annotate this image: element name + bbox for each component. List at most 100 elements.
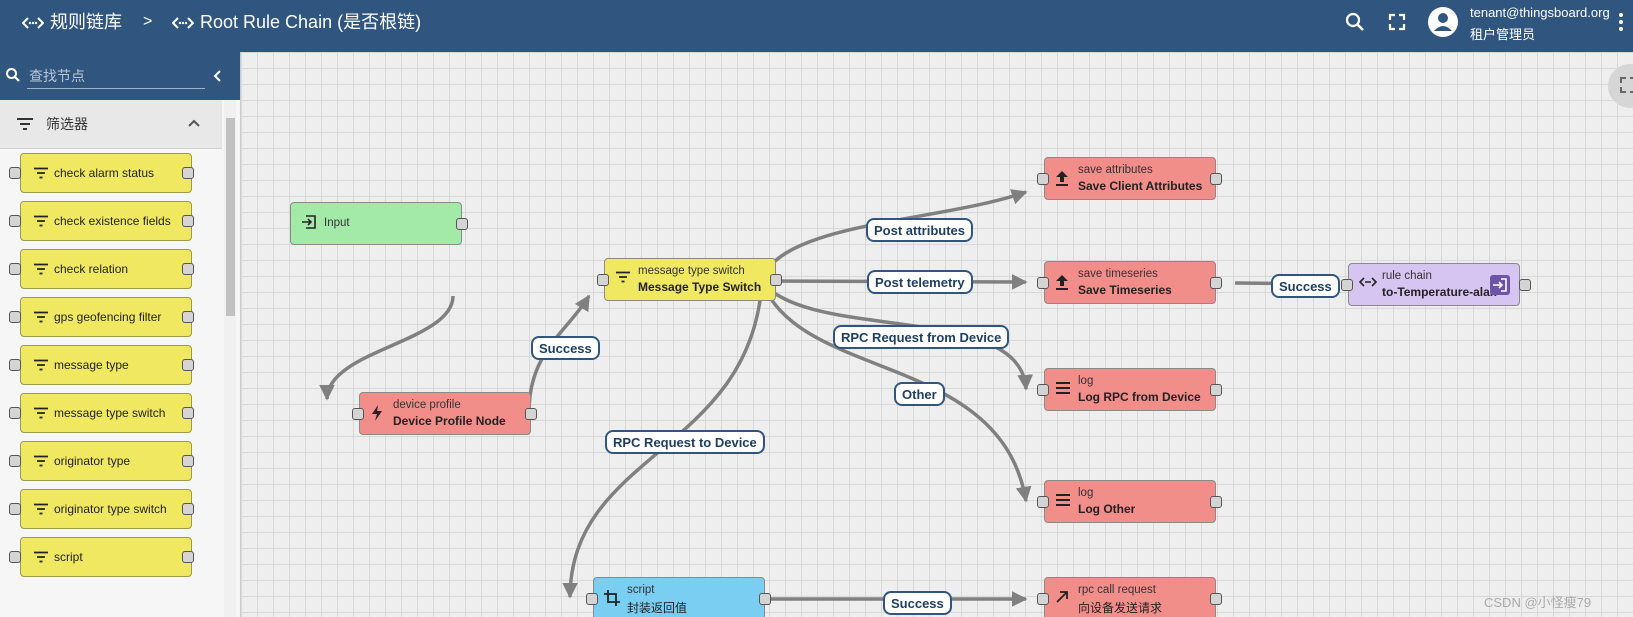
user-role: 租户管理员	[1470, 27, 1536, 42]
watermark: CSDN @小怪瘦79	[1484, 595, 1592, 610]
node-rule-chain-subtitle: to-Temperature-alar...	[1382, 285, 1497, 299]
node-log-other-subtitle: Log Other	[1078, 502, 1136, 516]
palette-node-label: message type switch	[54, 406, 166, 420]
output-port[interactable]	[525, 408, 537, 420]
search-icon	[6, 68, 20, 82]
input-port[interactable]	[1037, 593, 1049, 605]
output-port[interactable]	[1210, 277, 1222, 289]
edge-label-success[interactable]: Success	[531, 336, 600, 360]
edge-label-post-attributes[interactable]: Post attributes	[866, 218, 974, 242]
output-port[interactable]	[1210, 173, 1222, 185]
node-device-profile[interactable]: device profile Device Profile Node	[352, 392, 537, 435]
node-message-type-switch[interactable]: message type switch Message Type Switch	[597, 258, 782, 301]
search-icon[interactable]	[1343, 10, 1367, 34]
chevron-up-icon[interactable]	[188, 118, 200, 128]
edge-label-success[interactable]: Success	[883, 591, 952, 615]
node-save-timeseries[interactable]: save timeseries Save Timeseries	[1037, 261, 1222, 304]
edge-label-post-telemetry[interactable]: Post telemetry	[867, 270, 973, 294]
input-port	[9, 407, 21, 419]
node-save-timeseries-subtitle: Save Timeseries	[1078, 283, 1172, 297]
palette-node-item[interactable]: check existence fields	[9, 201, 194, 241]
edge-label-success[interactable]: Success	[1271, 274, 1340, 298]
edge-label-other[interactable]: Other	[894, 382, 945, 406]
more-vert-icon[interactable]	[1617, 10, 1625, 34]
palette-node-label: originator type switch	[54, 502, 167, 516]
collapse-sidebar-icon[interactable]	[212, 70, 224, 82]
input-port[interactable]	[352, 408, 364, 420]
node-save-attributes[interactable]: save attributes Save Client Attributes	[1037, 157, 1222, 200]
node-device-profile-subtitle: Device Profile Node	[393, 414, 506, 428]
palette-node-label: script	[54, 550, 83, 564]
palette-node-item[interactable]: check relation	[9, 249, 194, 289]
input-port[interactable]	[597, 274, 609, 286]
palette-node-label: check alarm status	[54, 166, 155, 180]
menu-icon	[1056, 382, 1070, 394]
account-icon[interactable]	[1427, 6, 1459, 38]
filter-icon	[17, 118, 33, 130]
filter-icon	[34, 167, 48, 179]
palette-node-item[interactable]: check alarm status	[9, 153, 194, 193]
node-message-type-switch-title: message type switch	[638, 265, 745, 277]
output-port[interactable]	[1210, 384, 1222, 396]
output-port[interactable]	[1519, 279, 1531, 291]
node-search-input[interactable]	[27, 64, 205, 89]
fullscreen-icon	[1620, 77, 1633, 93]
transform-icon	[604, 590, 620, 606]
filter-section-header[interactable]: 筛选器	[0, 100, 222, 149]
node-log-rpc-title: log	[1078, 375, 1094, 387]
sidebar-scrollbar-thumb[interactable]	[226, 118, 235, 316]
node-rpc-call[interactable]: rpc call request 向设备发送请求	[1037, 577, 1222, 617]
input-port[interactable]	[1037, 384, 1049, 396]
node-input[interactable]: Input	[290, 202, 468, 245]
input-port	[9, 167, 21, 179]
output-port[interactable]	[759, 593, 771, 605]
node-script-subtitle: 封装返回值	[627, 601, 688, 615]
fullscreen-icon[interactable]	[1385, 10, 1409, 34]
palette-node-label: check relation	[54, 262, 129, 276]
palette-node-item[interactable]: originator type	[9, 441, 194, 481]
node-rule-chain[interactable]: rule chain to-Temperature-alar...	[1341, 263, 1531, 306]
node-search-bar	[0, 52, 240, 100]
rule-chain-canvas[interactable]: Input device profile Device Profile Node…	[241, 52, 1633, 617]
palette-node-item[interactable]: message type	[9, 345, 194, 385]
breadcrumb-root[interactable]: 规则链库	[21, 0, 122, 44]
input-port	[9, 311, 21, 323]
node-script[interactable]: script 封装返回值	[586, 577, 771, 617]
output-port[interactable]	[770, 274, 782, 286]
input-port	[9, 503, 21, 515]
filter-section-title: 筛选器	[46, 116, 88, 132]
filter-icon	[34, 551, 48, 563]
palette-node-item[interactable]: message type switch	[9, 393, 194, 433]
edge-label-rpc-from-device[interactable]: RPC Request from Device	[833, 325, 1010, 349]
output-port[interactable]	[1210, 593, 1222, 605]
palette-node-item[interactable]: script	[9, 537, 194, 577]
breadcrumb-current-label: Root Rule Chain (是否根链)	[200, 12, 422, 32]
palette-node-item[interactable]: originator type switch	[9, 489, 194, 529]
upload-icon	[1056, 171, 1068, 186]
input-port[interactable]	[1037, 173, 1049, 185]
palette-node-item[interactable]: gps geofencing filter	[9, 297, 194, 337]
filter-icon	[34, 407, 48, 419]
output-port	[182, 407, 194, 419]
filter-icon	[34, 359, 48, 371]
breadcrumb-current: Root Rule Chain (是否根链)	[171, 0, 422, 44]
input-port	[9, 359, 21, 371]
filter-icon	[34, 455, 48, 467]
output-port[interactable]	[1210, 496, 1222, 508]
node-log-rpc-subtitle: Log RPC from Device	[1078, 390, 1201, 404]
output-port	[182, 263, 194, 275]
filter-icon	[34, 311, 48, 323]
node-rpc-call-subtitle: 向设备发送请求	[1078, 601, 1163, 615]
output-port	[182, 551, 194, 563]
input-port[interactable]	[586, 593, 598, 605]
output-port[interactable]	[456, 218, 468, 230]
input-port[interactable]	[1037, 277, 1049, 289]
node-log-other[interactable]: log Log Other	[1037, 480, 1222, 523]
open-rule-chain-icon[interactable]	[1490, 275, 1510, 295]
output-port	[182, 167, 194, 179]
input-port[interactable]	[1037, 496, 1049, 508]
node-log-rpc[interactable]: log Log RPC from Device	[1037, 368, 1222, 411]
edge-label-rpc-to-device[interactable]: RPC Request to Device	[605, 430, 765, 454]
input-port[interactable]	[1341, 279, 1353, 291]
node-log-other-title: log	[1078, 487, 1094, 499]
